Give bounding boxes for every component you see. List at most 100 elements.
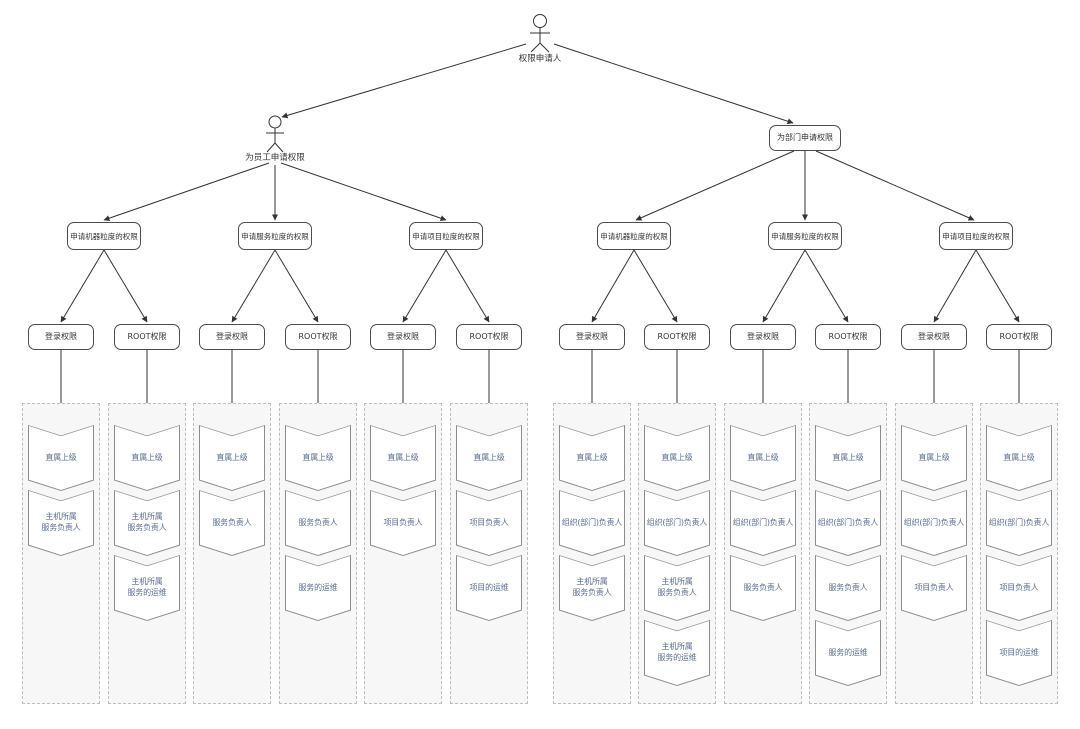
approver-chevron: 直属上级 — [199, 425, 265, 491]
approver-label: 服务的运维 — [828, 647, 868, 657]
approver-label: 项目负责人 — [383, 517, 423, 527]
approver-label: 直属上级 — [576, 452, 608, 462]
approver-chevron: 组织(部门)负责人 — [901, 490, 967, 556]
approver-chevron: 项目负责人 — [370, 490, 436, 556]
approver-chevron: 直属上级 — [901, 425, 967, 491]
root-permission-node: ROOT权限 — [285, 324, 351, 350]
approver-chevron: 组织(部门)负责人 — [644, 490, 710, 556]
approver-label: 直属上级 — [1003, 452, 1035, 462]
approver-chevron: 项目负责人 — [901, 555, 967, 621]
approver-chevron: 服务负责人 — [730, 555, 796, 621]
approver-chevron: 直属上级 — [114, 425, 180, 491]
approver-chevron: 直属上级 — [559, 425, 625, 491]
approver-label: 直属上级 — [832, 452, 864, 462]
approver-label: 项目负责人 — [914, 582, 954, 592]
approver-chevron: 服务的运维 — [285, 555, 351, 621]
approver-label: 主机所属 服务负责人 — [41, 512, 81, 532]
approver-column: 直属上级 组织(部门)负责人 项目负责人 项目的运维 — [980, 403, 1058, 704]
approver-column: 直属上级 组织(部门)负责人 主机所属 服务负责人 — [553, 403, 631, 704]
approver-label: 直属上级 — [747, 452, 779, 462]
approver-column: 直属上级 组织(部门)负责人 主机所属 服务负责人 主机所属 服务的运维 — [638, 403, 716, 704]
approver-chevron: 主机所属 服务负责人 — [559, 555, 625, 621]
approver-label: 服务负责人 — [828, 582, 868, 592]
approver-label: 直属上级 — [918, 452, 950, 462]
approver-column: 直属上级 组织(部门)负责人 服务负责人 服务的运维 — [809, 403, 887, 704]
approver-column: 直属上级 主机所属 服务负责人 主机所属 服务的运维 — [108, 403, 186, 704]
department-branch-node: 为部门申请权限 — [769, 125, 841, 151]
login-permission-node: 登录权限 — [730, 324, 796, 350]
approver-label: 主机所属 服务负责人 — [572, 577, 612, 597]
approver-column: 直属上级 组织(部门)负责人 服务负责人 — [724, 403, 802, 704]
approver-label: 直属上级 — [45, 452, 77, 462]
approver-chevron: 主机所属 服务的运维 — [644, 620, 710, 686]
root-permission-node: ROOT权限 — [456, 324, 522, 350]
root-permission-node: ROOT权限 — [986, 324, 1052, 350]
login-permission-node: 登录权限 — [28, 324, 94, 350]
login-permission-node: 登录权限 — [901, 324, 967, 350]
approver-column: 直属上级 组织(部门)负责人 项目负责人 — [895, 403, 973, 704]
approver-label: 组织(部门)负责人 — [561, 517, 623, 527]
approver-chevron: 直属上级 — [644, 425, 710, 491]
approver-chevron: 项目的运维 — [456, 555, 522, 621]
approver-chevron: 组织(部门)负责人 — [730, 490, 796, 556]
granularity-node-project-emp: 申请项目粒度的权限 — [409, 222, 483, 250]
root-permission-node: ROOT权限 — [644, 324, 710, 350]
approver-label: 直属上级 — [302, 452, 334, 462]
approver-chevron: 直属上级 — [730, 425, 796, 491]
approver-column: 直属上级 服务负责人 — [193, 403, 271, 704]
approver-label: 组织(部门)负责人 — [903, 517, 965, 527]
approver-column: 直属上级 项目负责人 — [364, 403, 442, 704]
login-permission-node: 登录权限 — [559, 324, 625, 350]
approver-label: 组织(部门)负责人 — [732, 517, 794, 527]
approver-chevron: 直属上级 — [370, 425, 436, 491]
approver-chevron: 主机所属 服务负责人 — [644, 555, 710, 621]
approver-chevron: 直属上级 — [986, 425, 1052, 491]
granularity-node-service-emp: 申请服务粒度的权限 — [238, 222, 312, 250]
approver-label: 服务负责人 — [298, 517, 338, 527]
approver-label: 服务的运维 — [298, 582, 338, 592]
approver-chevron: 项目的运维 — [986, 620, 1052, 686]
approver-label: 直属上级 — [473, 452, 505, 462]
approver-chevron: 主机所属 服务的运维 — [114, 555, 180, 621]
approver-label: 组织(部门)负责人 — [817, 517, 879, 527]
granularity-node-service-dept: 申请服务粒度的权限 — [768, 222, 842, 250]
approver-label: 主机所属 服务的运维 — [127, 577, 167, 597]
approver-chevron: 直属上级 — [28, 425, 94, 491]
approver-label: 主机所属 服务负责人 — [657, 577, 697, 597]
approver-label: 主机所属 服务的运维 — [657, 642, 697, 662]
approver-chevron: 主机所属 服务负责人 — [28, 490, 94, 556]
approver-label: 服务负责人 — [212, 517, 252, 527]
approver-chevron: 服务的运维 — [815, 620, 881, 686]
login-permission-node: 登录权限 — [199, 324, 265, 350]
approver-column: 直属上级 项目负责人 项目的运维 — [450, 403, 528, 704]
employee-actor-icon — [266, 115, 284, 153]
approver-label: 项目的运维 — [469, 582, 509, 592]
approver-chevron: 服务负责人 — [815, 555, 881, 621]
approver-chevron: 主机所属 服务负责人 — [114, 490, 180, 556]
approver-label: 组织(部门)负责人 — [646, 517, 708, 527]
approver-label: 直属上级 — [131, 452, 163, 462]
root-permission-node: ROOT权限 — [815, 324, 881, 350]
login-permission-node: 登录权限 — [370, 324, 436, 350]
approver-label: 直属上级 — [216, 452, 248, 462]
approver-label: 项目负责人 — [469, 517, 509, 527]
approver-label: 直属上级 — [387, 452, 419, 462]
approver-label: 服务负责人 — [743, 582, 783, 592]
granularity-node-project-dept: 申请项目粒度的权限 — [939, 222, 1013, 250]
approver-label: 项目负责人 — [999, 582, 1039, 592]
approver-label: 直属上级 — [661, 452, 693, 462]
approver-label: 主机所属 服务负责人 — [127, 512, 167, 532]
approver-chevron: 直属上级 — [285, 425, 351, 491]
approver-chevron: 项目负责人 — [986, 555, 1052, 621]
approver-chevron: 项目负责人 — [456, 490, 522, 556]
approver-chevron: 服务负责人 — [199, 490, 265, 556]
root-actor-icon — [530, 14, 550, 53]
approver-chevron: 组织(部门)负责人 — [986, 490, 1052, 556]
root-permission-node: ROOT权限 — [114, 324, 180, 350]
approver-column: 直属上级 服务负责人 服务的运维 — [279, 403, 357, 704]
approver-label: 组织(部门)负责人 — [988, 517, 1050, 527]
approver-chevron: 直属上级 — [815, 425, 881, 491]
approver-chevron: 服务负责人 — [285, 490, 351, 556]
